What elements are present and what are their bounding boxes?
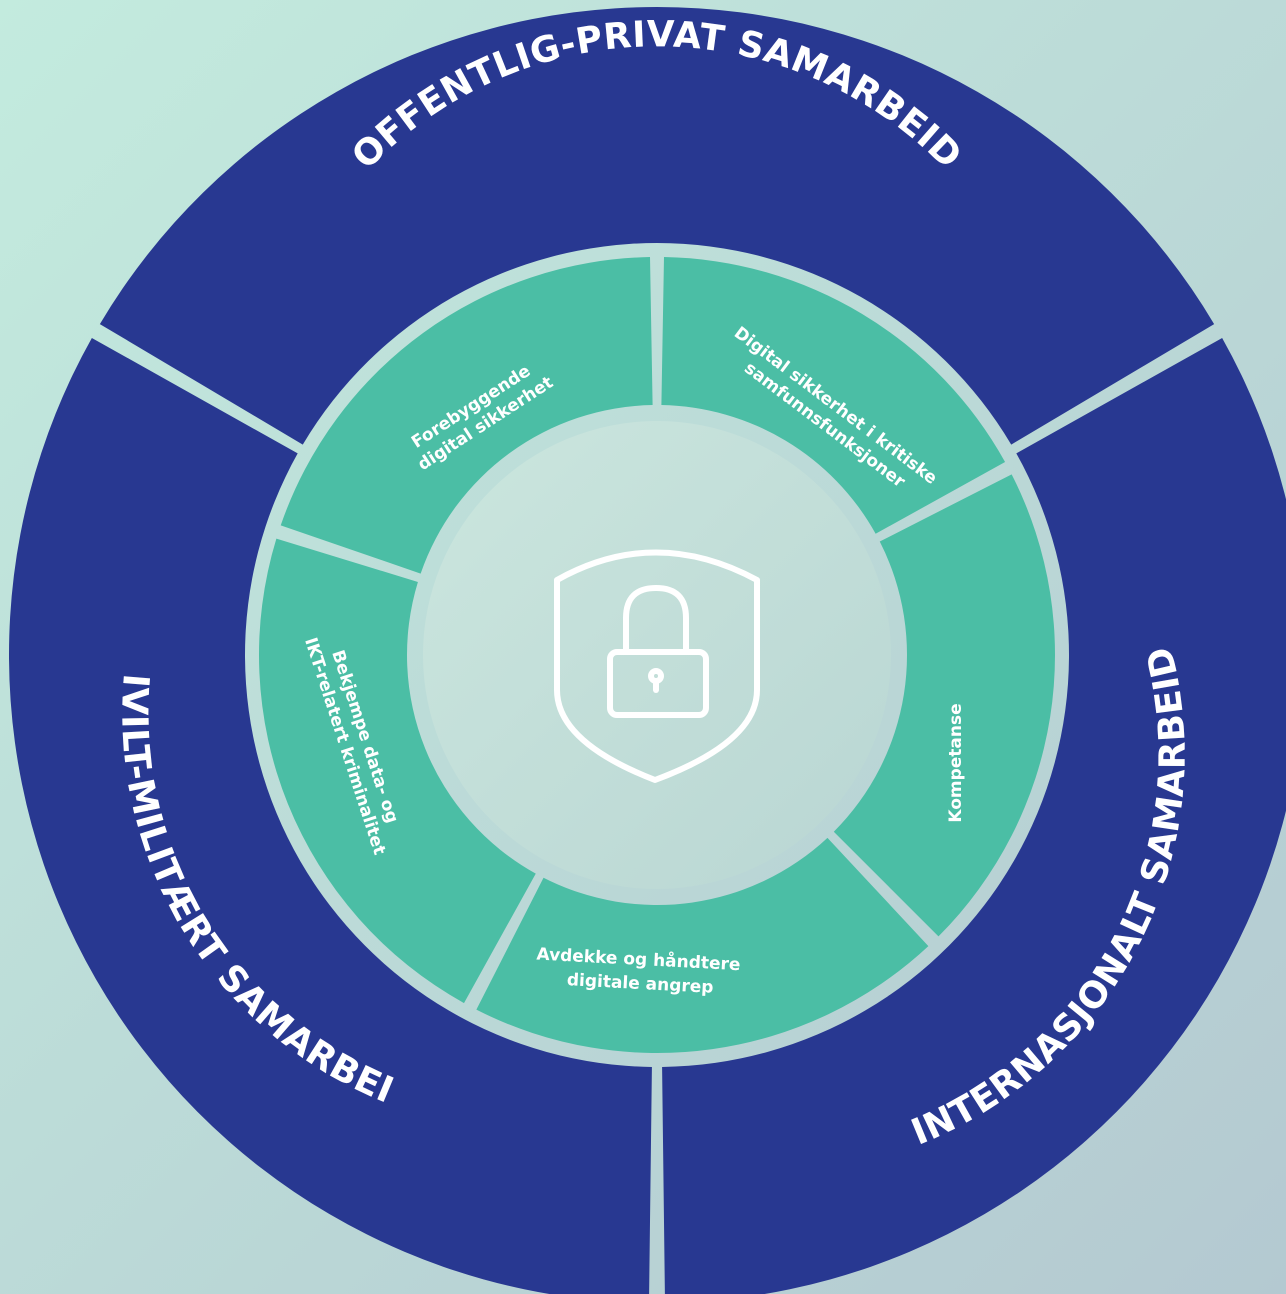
inner-segment-4: [259, 538, 536, 1004]
outer-ring: [9, 6, 1286, 1294]
inner-label-kompetanse: Kompetanse: [946, 703, 966, 822]
inner-segment-1: [661, 257, 1006, 534]
shield-lock-icon: [554, 549, 760, 783]
lock-body: [607, 649, 709, 718]
inner-ring: [259, 257, 1055, 1053]
inner-segment-5: [280, 257, 653, 574]
outer-segment-2: [662, 337, 1286, 1294]
shield-outline: [554, 549, 760, 783]
outer-segment-3: [9, 337, 652, 1294]
lock-shackle: [623, 585, 689, 655]
outer-segment-1: [99, 6, 1215, 445]
inner-segment-2: [833, 474, 1055, 937]
inner-segment-3: [476, 837, 929, 1053]
